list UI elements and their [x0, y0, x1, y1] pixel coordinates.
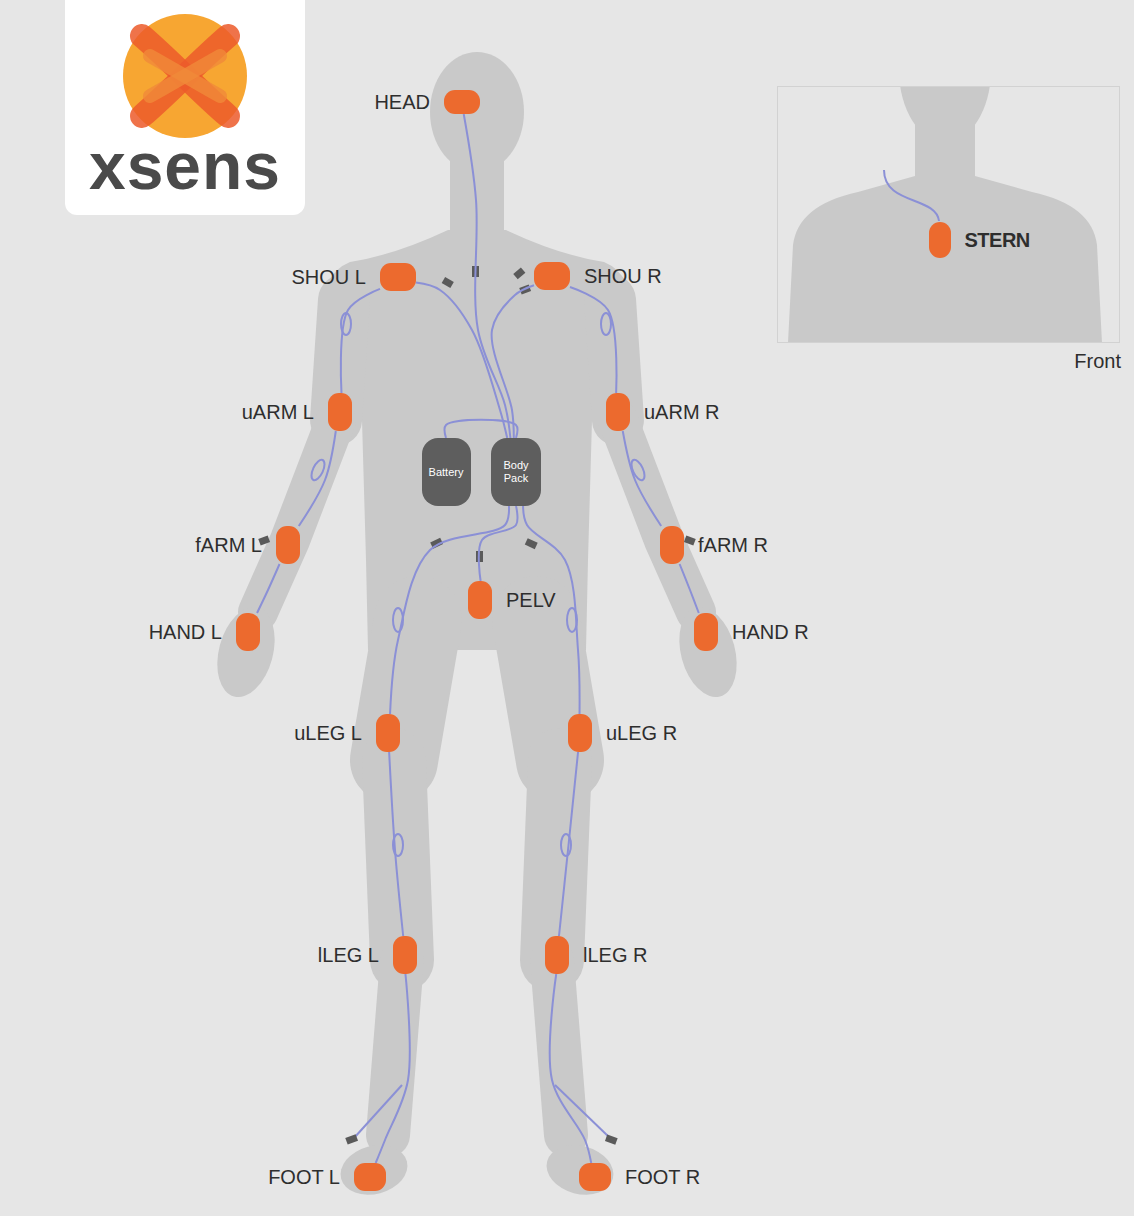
sensor-pad: uARM R — [606, 393, 630, 431]
pack-label: Body Pack — [491, 459, 541, 484]
sensor-cable — [559, 752, 578, 936]
pack-label: Battery — [426, 466, 467, 479]
stern-wire — [884, 170, 939, 221]
sensor-cable — [299, 431, 336, 526]
sensor-cable — [680, 564, 699, 613]
sensor-pad: fARM R — [660, 526, 684, 564]
sensor-cable — [341, 289, 380, 393]
sensor-cable — [570, 287, 617, 393]
sensor-pad: fARM L — [276, 526, 300, 564]
sensor-cable — [390, 506, 509, 714]
pack-box: Body Pack — [491, 438, 541, 506]
sensor-pad: FOOT R — [579, 1163, 611, 1191]
logo-box — [65, 0, 305, 215]
sensor-cable — [389, 752, 403, 936]
sensor-cable — [416, 283, 507, 438]
sensor-cable — [623, 431, 661, 526]
sensor-pad: PELV — [468, 581, 492, 619]
sensor-pad: lLEG R — [545, 936, 569, 974]
sensor-pad: HEAD — [444, 90, 480, 114]
body-silhouette — [208, 52, 746, 1202]
sensor-pad: HAND R — [694, 613, 718, 651]
sensor-cable — [492, 285, 534, 438]
sensor-label: HEAD — [374, 91, 430, 113]
wire-plugs — [258, 266, 695, 1145]
sensor-pad: uLEG L — [376, 714, 400, 752]
sensor-label: FOOT L — [268, 1166, 340, 1188]
sensor-pad: SHOU L — [380, 263, 416, 291]
sensor-label: FOOT R — [625, 1166, 700, 1188]
sensor-pad: HAND L — [236, 613, 260, 651]
sensor-pad: lLEG L — [393, 936, 417, 974]
sensor-label: SHOU R — [584, 265, 662, 287]
sensor-cable — [479, 506, 518, 581]
sensor-label: fARM L — [195, 534, 262, 556]
sensor-pad: FOOT L — [354, 1163, 386, 1191]
sensor-label: SHOU L — [292, 266, 366, 288]
view-label: Front — [1074, 350, 1121, 372]
sensor-cable — [464, 114, 511, 438]
pack-box: Battery — [422, 438, 471, 506]
sensor-label: PELV — [506, 589, 556, 611]
logo-mark — [123, 14, 247, 138]
sensor-label: uLEG L — [294, 722, 362, 744]
sensor-label: HAND L — [149, 621, 222, 643]
sensor-label: HAND R — [732, 621, 809, 643]
sensor-label: uLEG R — [606, 722, 677, 744]
sensor-cable — [445, 420, 518, 438]
sensor-pad: STERN — [929, 222, 951, 258]
inset-silhouette — [788, 87, 1102, 342]
sensor-label: lLEG L — [318, 944, 379, 966]
inset-panel: FrontSTERN — [777, 86, 1120, 343]
sensor-cable — [376, 974, 410, 1163]
sensor-pad: uLEG R — [568, 714, 592, 752]
logo-text: xsens — [89, 128, 281, 204]
sensor-label: uARM L — [242, 401, 314, 423]
sensor-label: STERN — [965, 229, 1030, 251]
sensor-cable — [257, 564, 280, 613]
sensor-label: lLEG R — [583, 944, 647, 966]
sensor-pad: uARM L — [328, 393, 352, 431]
sensor-label: fARM R — [698, 534, 768, 556]
sensor-label: uARM R — [644, 401, 720, 423]
sensor-pad: SHOU R — [534, 262, 570, 290]
sensor-cable — [550, 974, 591, 1163]
